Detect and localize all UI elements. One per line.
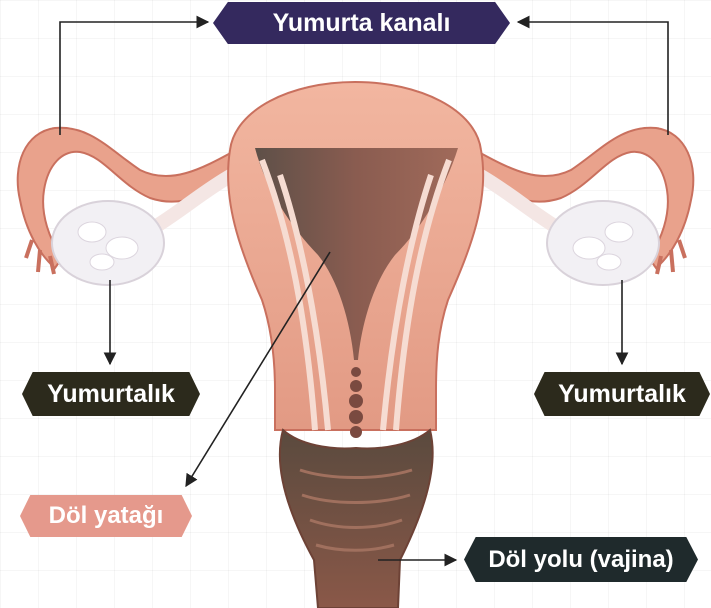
ovary-left-label: Yumurtalık bbox=[22, 372, 200, 416]
oviduct-label: Yumurta kanalı bbox=[213, 2, 510, 44]
uterus-label: Döl yatağı bbox=[20, 495, 192, 537]
oviduct-arrow-left bbox=[60, 22, 208, 135]
ovary-right-label: Yumurtalık bbox=[534, 372, 710, 416]
vaginal-canal bbox=[280, 430, 433, 608]
vagina-label: Döl yolu (vajina) bbox=[464, 537, 698, 582]
oviduct-arrow-right bbox=[518, 22, 668, 135]
